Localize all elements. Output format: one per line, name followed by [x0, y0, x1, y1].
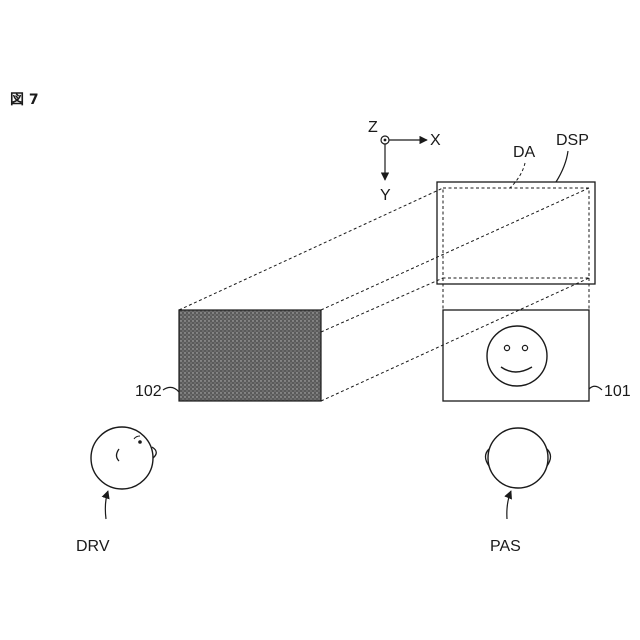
display-area-leader — [510, 163, 525, 188]
y-axis-label: Y — [380, 187, 391, 204]
driver-label: DRV — [76, 538, 110, 555]
x-axis-label: X — [430, 132, 441, 149]
display-area-rect — [443, 188, 589, 278]
driver-pointer-arrow — [105, 491, 108, 519]
display-label: DSP — [556, 132, 589, 149]
passenger-pointer-arrow — [507, 491, 511, 519]
passenger-head-icon — [486, 428, 551, 488]
shaded-block-label: 102 — [135, 383, 162, 400]
display-area-label: DA — [513, 144, 536, 161]
coordinate-axes: Z X Y — [368, 119, 441, 204]
shaded-block-102 — [179, 310, 321, 401]
figure-label: 図 7 — [10, 92, 39, 108]
screen-block-leader — [589, 386, 602, 390]
z-axis-dot — [384, 139, 387, 142]
screen-block-label: 101 — [604, 383, 631, 400]
z-axis-label: Z — [368, 119, 378, 136]
shaded-block-leader — [163, 387, 179, 392]
display-leader — [556, 151, 568, 182]
smiley-face-icon — [487, 326, 547, 386]
driver-head-icon — [91, 427, 156, 489]
screen-block-101 — [443, 310, 589, 401]
display-rect — [437, 182, 595, 284]
passenger-label: PAS — [490, 538, 521, 555]
